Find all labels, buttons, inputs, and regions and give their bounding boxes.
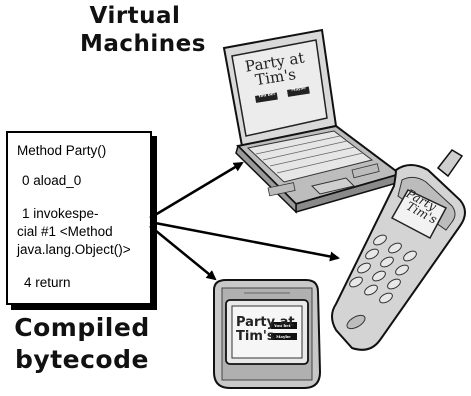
laptop-maybe-button xyxy=(287,86,310,97)
pda-maybe-button xyxy=(271,333,297,340)
virtual-machines-heading-line-2: Machines xyxy=(80,31,206,57)
bytecode-line-return: 4 return xyxy=(24,275,71,290)
pda-screen-title-line-1: Party at xyxy=(236,315,295,330)
arrow-to-pda xyxy=(149,225,217,281)
bytecode-box: Method Party() 0 aload_0 1 invokespe- ci… xyxy=(6,131,152,305)
pda-screen-title: Party at Tim's xyxy=(236,316,295,344)
pda-screen-title-line-2: Tim's xyxy=(236,329,275,344)
arrow-to-laptop xyxy=(149,161,244,220)
pda-button-label-1: You bet xyxy=(274,323,291,328)
laptop-you-bet-button xyxy=(254,92,278,103)
bytecode-line-method: Method Party() xyxy=(17,143,107,158)
bytecode-line-invokespecial-1: 1 invokespe- xyxy=(22,206,99,221)
compiled-bytecode-heading: Compiled bytecode xyxy=(12,312,152,376)
compiled-bytecode-heading-line-1: Compiled xyxy=(14,313,150,342)
bytecode-line-aload: 0 aload_0 xyxy=(22,173,82,188)
compiled-bytecode-heading-line-2: bytecode xyxy=(15,345,149,374)
pda-button-label-2: Maybe xyxy=(276,334,291,339)
arrow-to-phone xyxy=(149,220,340,262)
bytecode-line-invokespecial-3: java.lang.Object()> xyxy=(17,242,131,257)
pda-you-bet-button xyxy=(271,322,297,329)
virtual-machines-heading-line-1: Virtual xyxy=(89,3,181,29)
bytecode-line-invokespecial-2: cial #1 <Method xyxy=(17,224,113,239)
virtual-machines-heading: Virtual Machines xyxy=(80,2,206,58)
